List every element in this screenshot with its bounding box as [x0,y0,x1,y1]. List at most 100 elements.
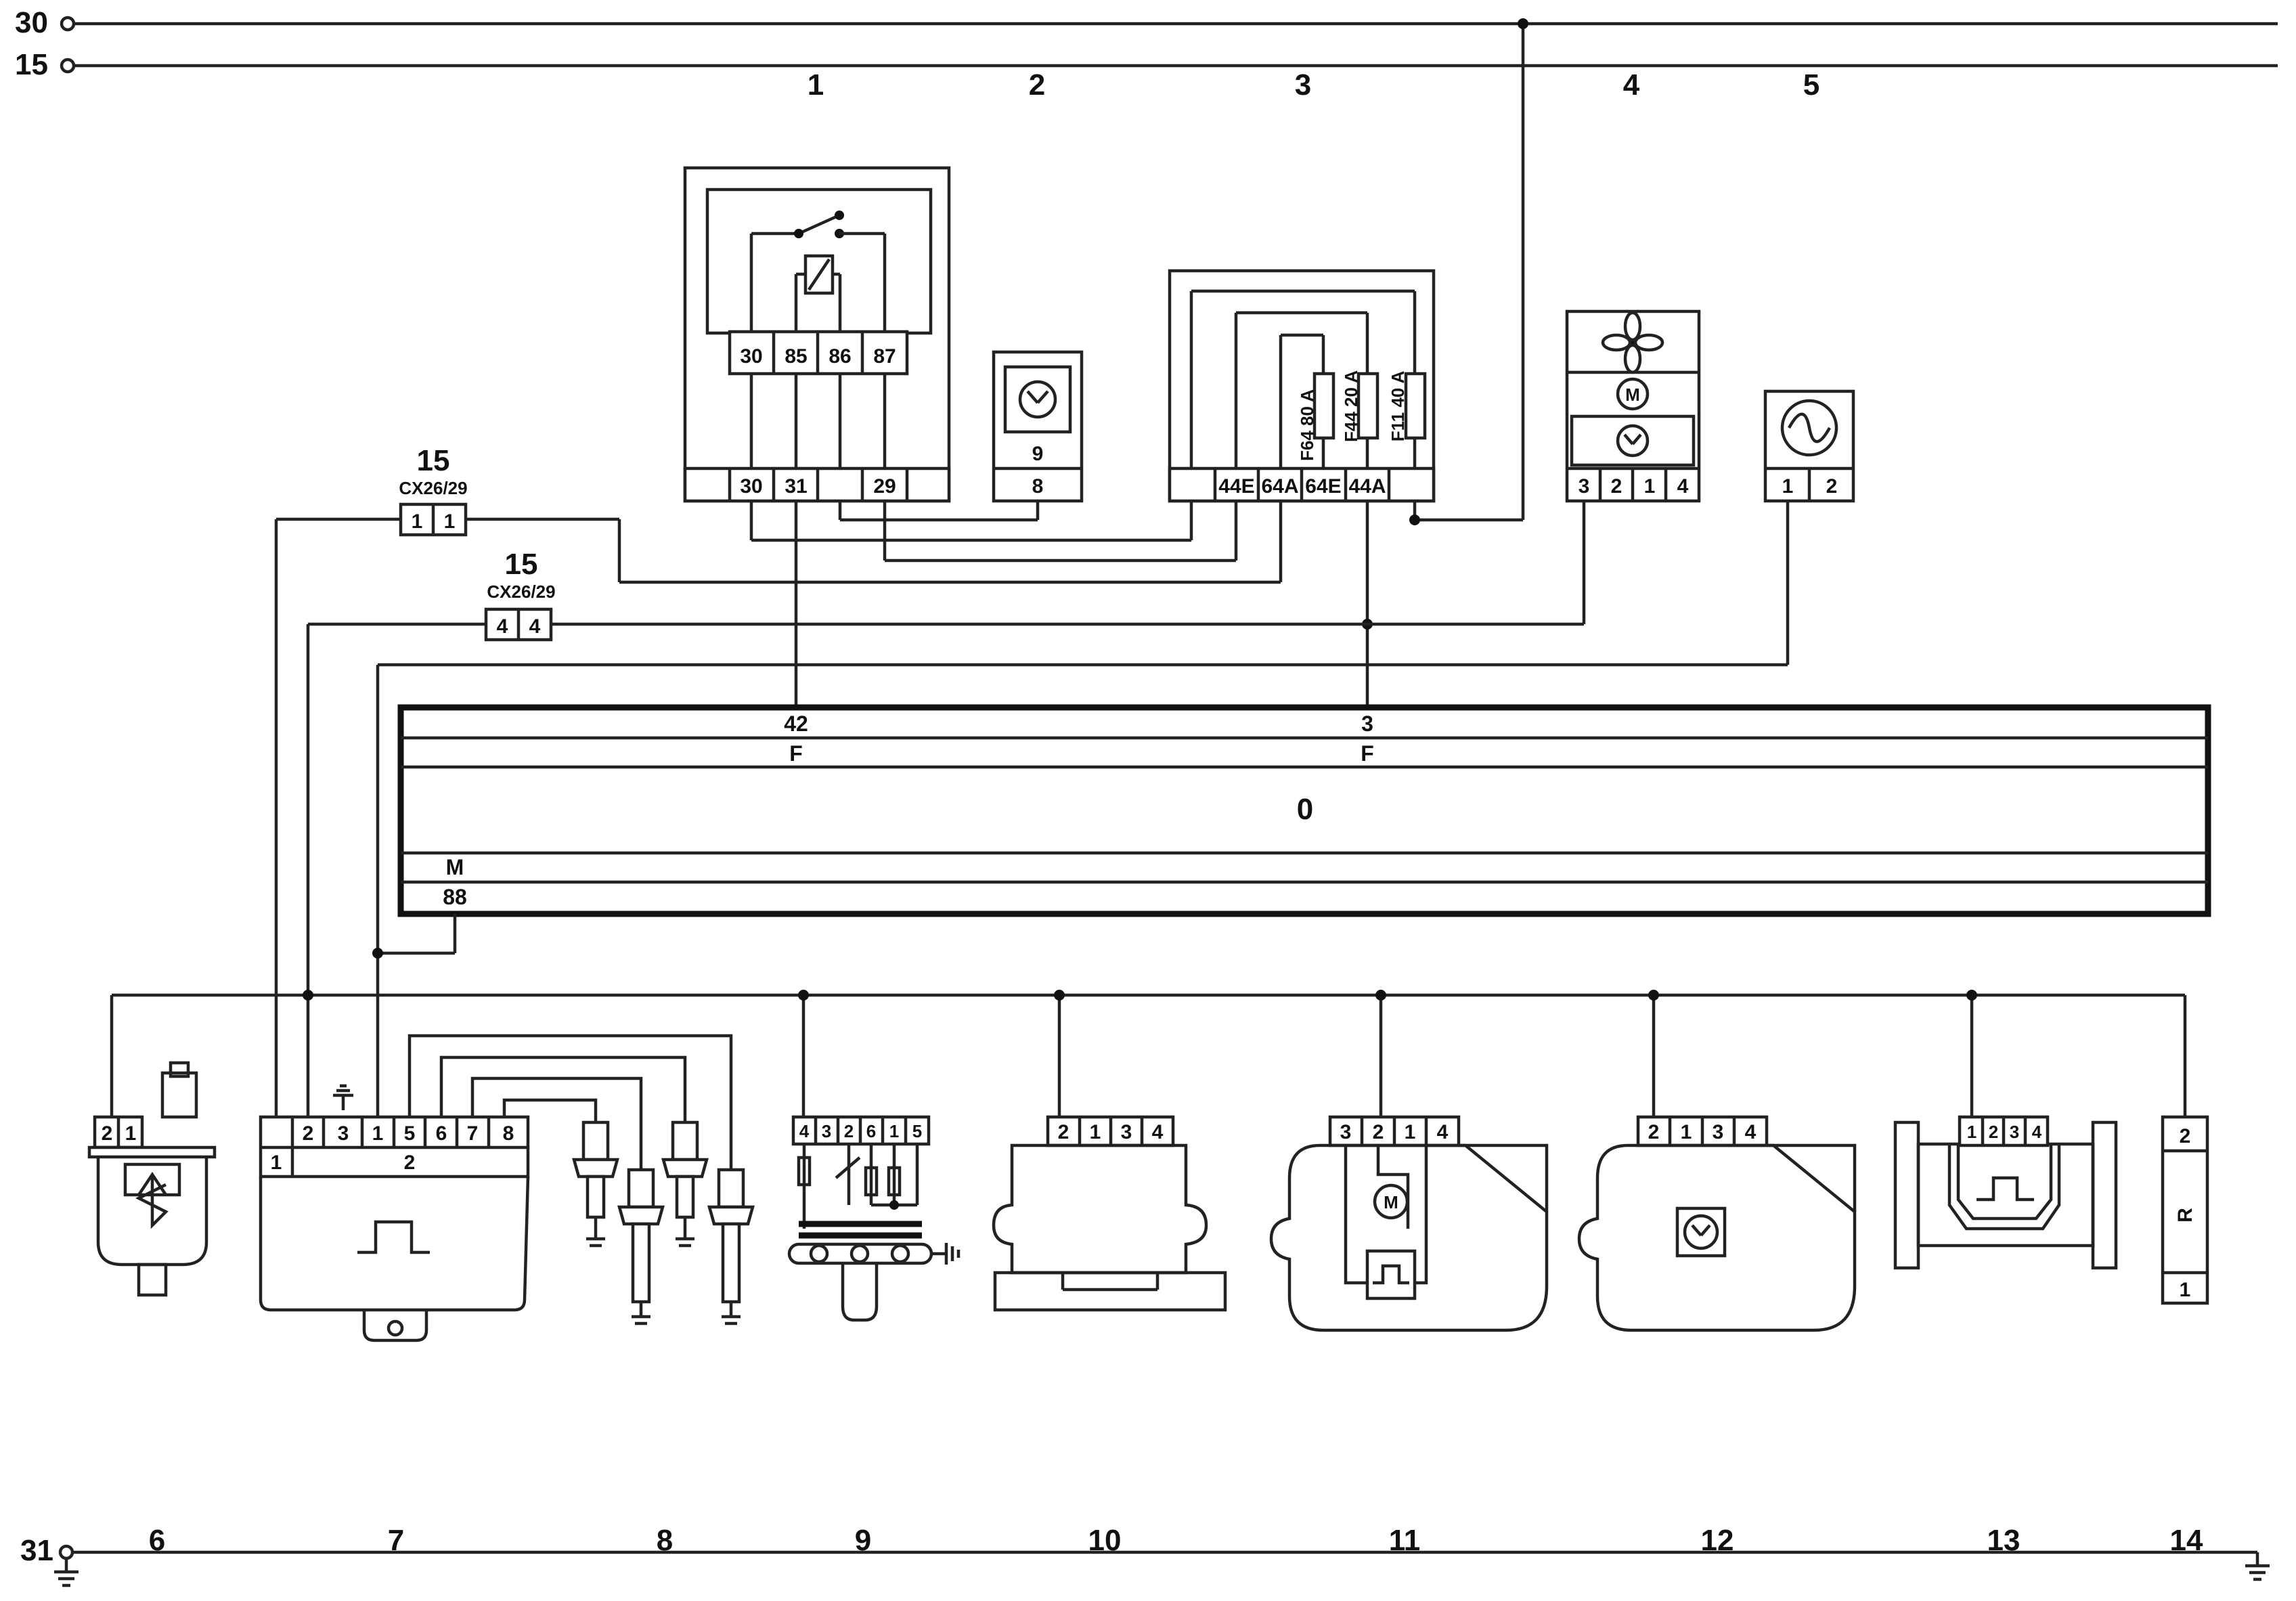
fusebox-pin-64e: 64E [1305,475,1341,498]
comp12-pin-1: 1 [1681,1121,1692,1143]
connector-b-pin-right: 4 [529,615,541,638]
comp14-pin-2: 2 [2180,1125,2191,1147]
connector-b-number: 15 [505,548,538,581]
ignition-module-component-7: 2 3 1 5 6 7 8 1 2 [259,1084,530,1342]
comp5-pin-1: 1 [1782,475,1794,498]
fan-icon [1601,311,1664,374]
component-number-10: 10 [1088,1524,1122,1557]
sensor-icon [1683,1214,1719,1250]
comp9-pin-6: 6 [866,1121,876,1141]
comp11-pin-4: 4 [1437,1121,1449,1143]
resistor-component-14: 2 R 1 [2161,1115,2209,1305]
comp9-pin-2: 2 [844,1121,854,1141]
component-number-8: 8 [657,1524,673,1557]
rail-15-label: 15 [15,48,48,81]
comp5-pin-2: 2 [1826,475,1838,498]
ecu-pin-88: 88 [443,885,467,909]
motor-icon [1616,377,1650,411]
comp6-pin-1: 1 [125,1122,137,1145]
resistor-label: R [2174,1208,2196,1223]
sensor2-pin-9: 9 [1032,443,1044,465]
comp12-pin-3: 3 [1713,1121,1724,1143]
fuse-f44: F44 20 A [1341,370,1361,442]
comp11-pin-2: 2 [1373,1121,1384,1143]
fusebox-pin-64a: 64A [1261,475,1298,498]
ecu-component-0: 42 F 3 F 0 M 88 [397,704,2211,917]
signal-sensor-component-5: 1 2 [1763,389,1855,503]
connector-15-b: 15 CX26/29 4 4 [484,548,556,642]
ground-icon [2245,1552,2270,1581]
pulse-icon [1373,1264,1409,1285]
ecu-pin-3: 3 [1361,711,1373,736]
relay-conn-pin-31: 31 [785,475,807,498]
spark-plug-icon [617,1168,665,1325]
comp7-pin-1: 1 [372,1122,384,1145]
component-number-3: 3 [1295,68,1311,102]
connector-a-pin-left: 1 [412,510,423,533]
fuse-f11: F11 40 A [1388,371,1408,442]
rail-31-label: 31 [20,1534,53,1567]
ecu-fn-m: M [446,855,464,879]
connector-b-code: CX26/29 [487,582,555,602]
comp7-pin-5: 5 [404,1122,416,1145]
sensor-icon [1616,424,1650,458]
rail-31-ground: 31 [20,1534,2270,1587]
connector-15-a: 15 CX26/29 1 1 [399,444,468,537]
fusebox-pin-44e: 44E [1218,475,1254,498]
comp7-pin-8: 8 [503,1122,514,1145]
spark-plug-icon [707,1168,755,1325]
comp7-pin-7: 7 [467,1122,479,1145]
fan-pin-2: 2 [1611,475,1622,498]
comp13-pin-1: 1 [1967,1122,1977,1142]
connector-a-code: CX26/29 [399,478,467,498]
connector-b-pin-left: 4 [497,615,508,638]
connector-a-number: 15 [417,444,450,477]
fuse-f64: F64 80 A [1297,389,1317,461]
comp13-pin-2: 2 [1989,1122,1998,1142]
pulse-icon [1977,1176,2034,1202]
component-number-7: 7 [388,1524,404,1557]
relay-pin-85: 85 [785,345,807,368]
component-10: 2 1 3 4 [992,1115,1227,1312]
component-11: 3 2 1 4 M [1269,1115,1549,1332]
comp10-pin-4: 4 [1152,1121,1164,1143]
component-number-12: 12 [1701,1524,1734,1557]
comp9-pin-1: 1 [889,1121,899,1141]
comp10-pin-2: 2 [1058,1121,1069,1143]
throttle-component-9: 4 3 2 6 1 5 [787,1115,961,1322]
sensor-component-2: 9 8 [992,350,1084,503]
relay-conn-pin-30: 30 [740,475,762,498]
comp7-sub-2: 2 [404,1152,416,1174]
ground-icon [944,1243,961,1265]
fusebox-pin-44a: 44A [1348,475,1386,498]
component-number-2: 2 [1029,68,1045,102]
comp9-pin-3: 3 [822,1121,831,1141]
switch-component-6: 2 1 [87,1061,217,1297]
pulse-icon [357,1220,430,1254]
component-number-14: 14 [2170,1524,2203,1557]
component-number-5: 5 [1803,68,1819,102]
component-number-11: 11 [1389,1524,1421,1557]
comp11-pin-3: 3 [1340,1121,1352,1143]
fan-pin-3: 3 [1578,475,1590,498]
component-number-6: 6 [149,1524,165,1557]
rail-15: 15 [15,48,2278,81]
ecu-fn-f-left: F [789,741,803,766]
relay-component-1: 30 85 86 87 30 31 29 [683,166,951,503]
comp13-pin-4: 4 [2032,1122,2042,1142]
comp10-pin-1: 1 [1090,1121,1101,1143]
wiring-upper [274,18,1790,1117]
comp11-pin-1: 1 [1405,1121,1416,1143]
component-13: 1 2 3 4 [1893,1115,2118,1270]
comp9-pin-5: 5 [912,1121,922,1141]
comp7-pin-3: 3 [338,1122,349,1145]
spark-plug-icon [572,1120,619,1248]
ac-signal-icon [1780,399,1838,457]
relay-pin-30: 30 [740,345,762,368]
motor-letter: M [1625,385,1640,405]
comp14-pin-1: 1 [2180,1279,2191,1301]
comp12-pin-4: 4 [1745,1121,1757,1143]
relay-pin-86: 86 [829,345,851,368]
rail-30: 30 [15,6,2278,39]
component-number-9: 9 [855,1524,871,1557]
